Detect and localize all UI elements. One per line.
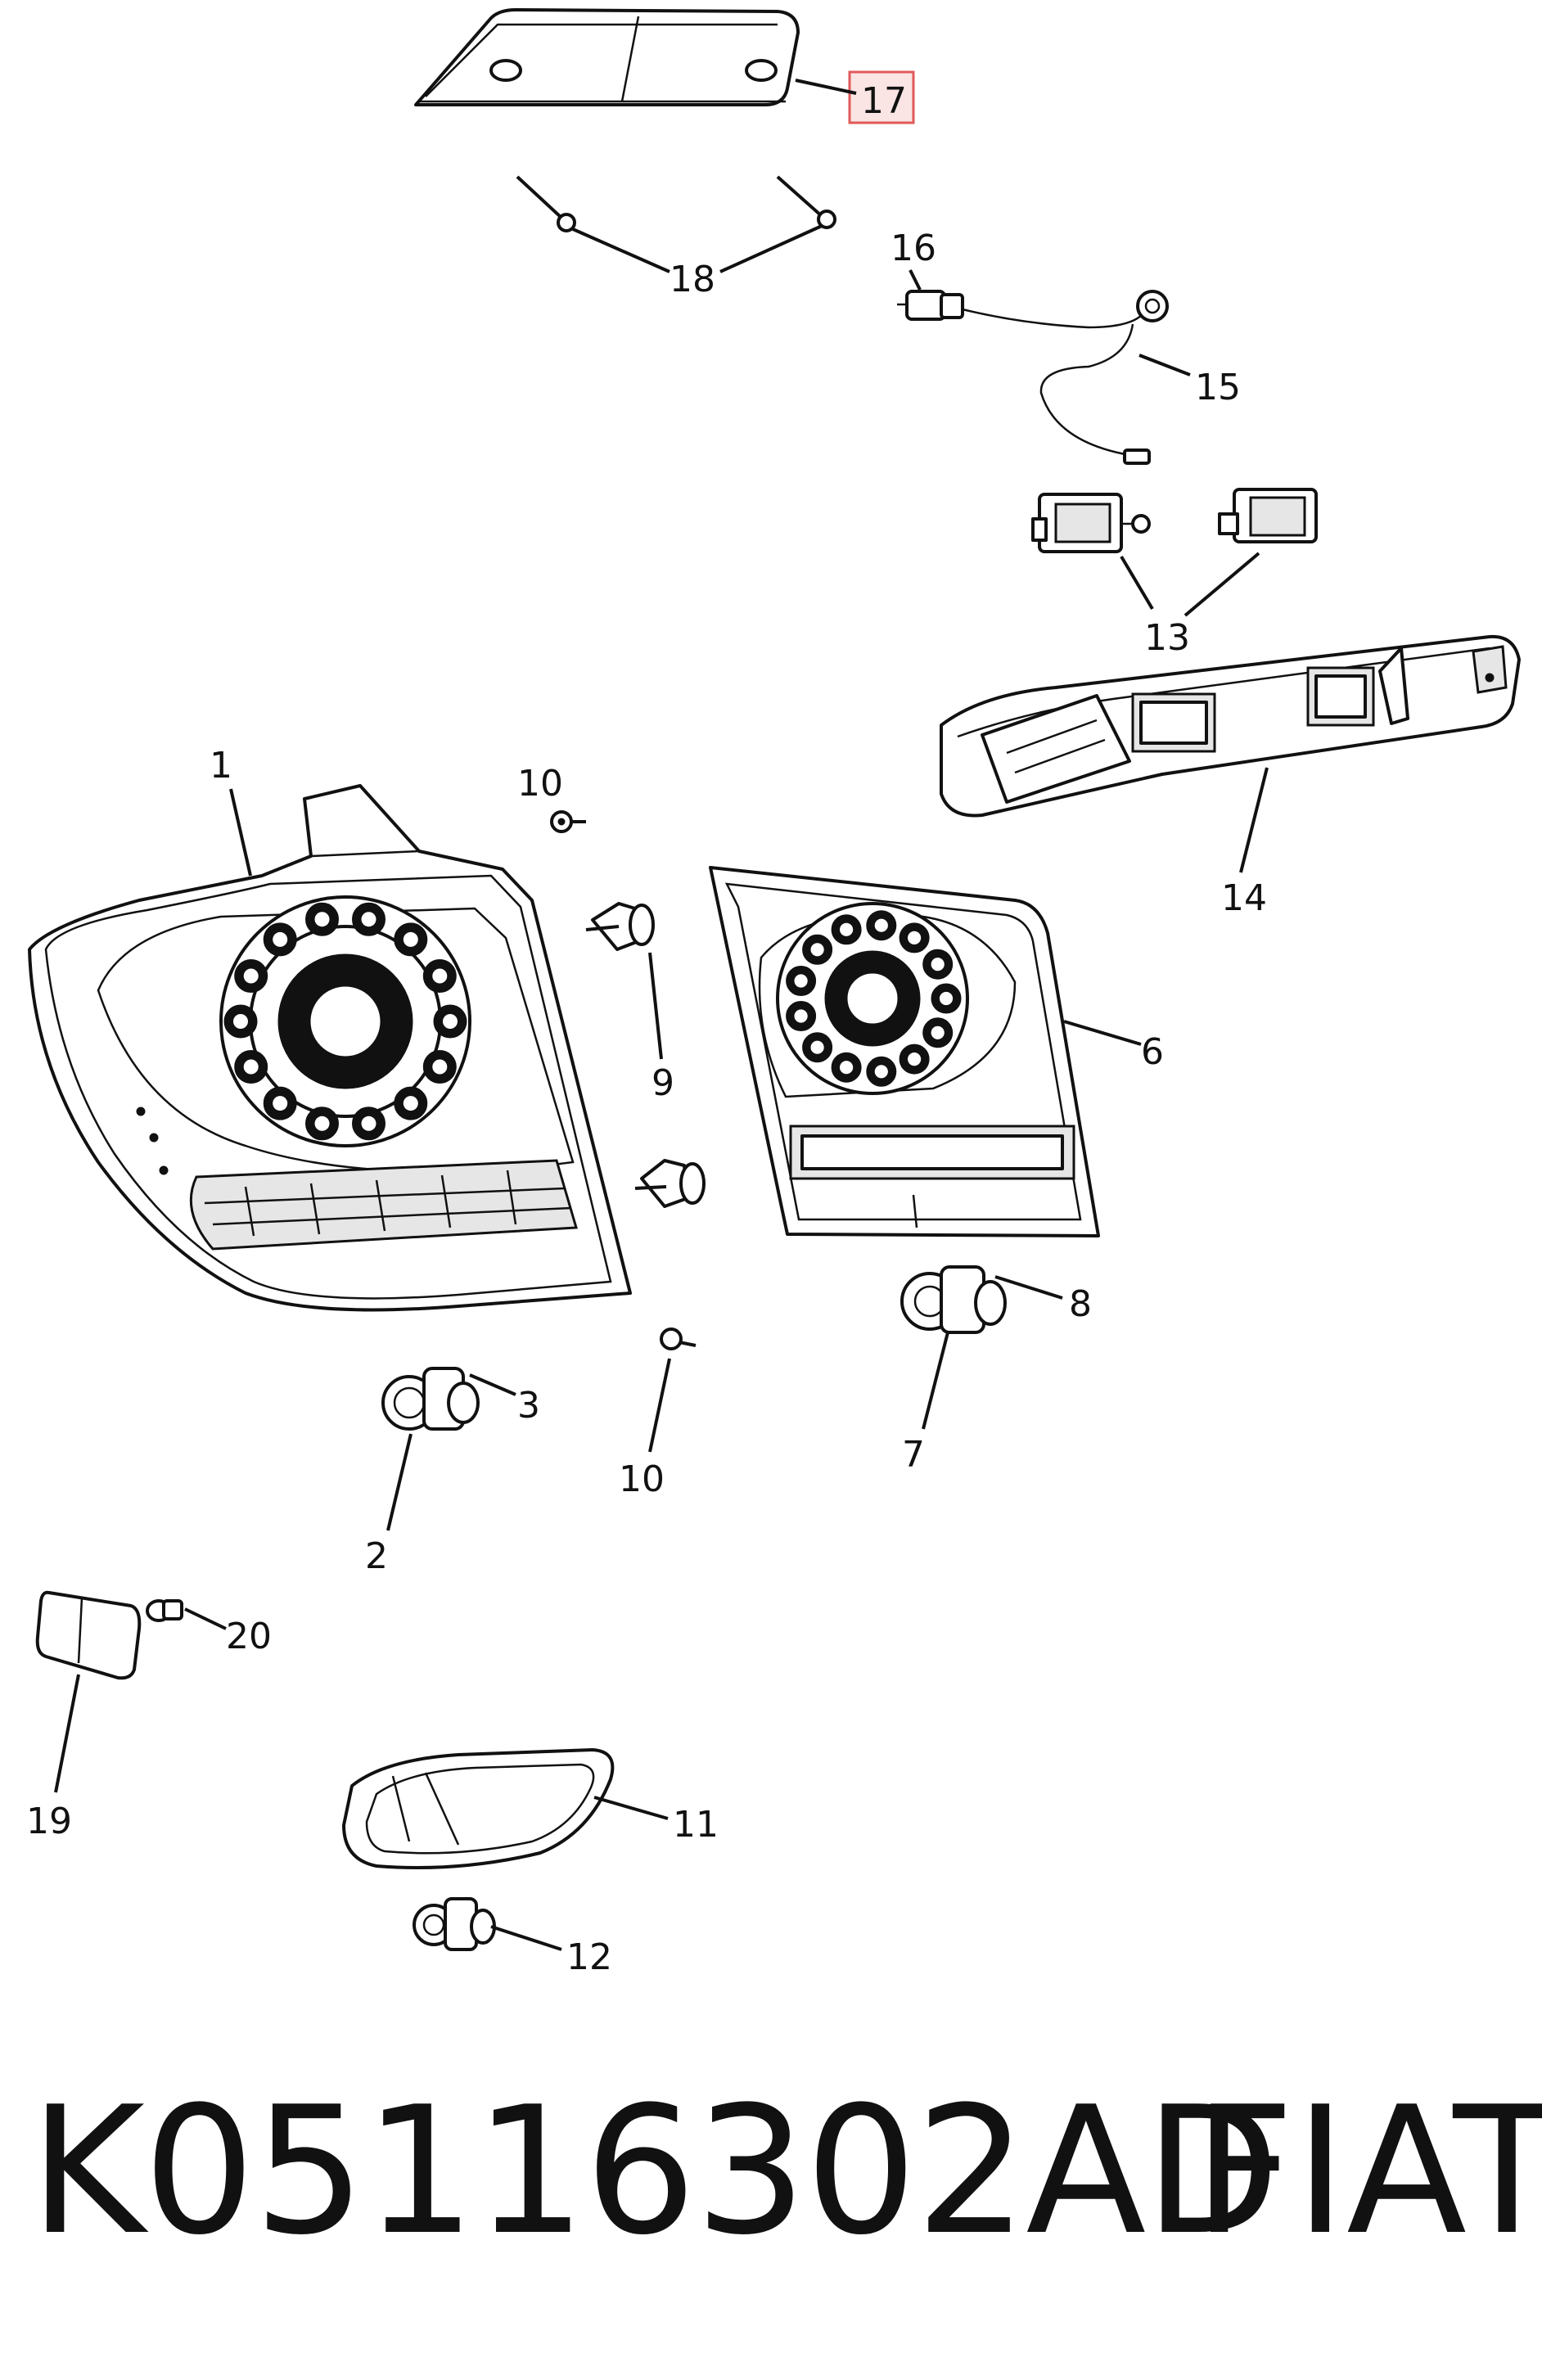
- lamp1-led-lens-8: [233, 1014, 248, 1029]
- lamp6-led-lens-8: [794, 974, 808, 988]
- part-14-applique-bar: [940, 634, 1521, 818]
- part-2-3-socket-bulb: [381, 1367, 480, 1431]
- callout-10-upper: 10: [517, 763, 563, 805]
- part-9-clip-nuts: [585, 902, 706, 1208]
- callout-17: 17: [861, 80, 907, 122]
- lamp1-led-lens-12: [361, 912, 376, 927]
- part-1-led-ring: [223, 902, 467, 1141]
- part-16-bulb-socket: [897, 290, 964, 321]
- callout-14: 14: [1221, 877, 1267, 919]
- part-19-20-side-marker: [35, 1590, 183, 1680]
- part-6-led-ring: [786, 910, 962, 1087]
- part-17-upper-lamp: [414, 8, 800, 106]
- footer-part-number: K05116302AD: [29, 2068, 1280, 2274]
- lamp6-led-lens-2: [931, 1025, 945, 1039]
- lamp1-led-lens-2: [432, 1059, 448, 1075]
- lamp6-led-lens-13: [931, 958, 945, 971]
- footer-brand: FIAT: [1193, 2068, 1542, 2274]
- lamp1-led-lens-5: [314, 1116, 330, 1131]
- part-15-wire-harness: [962, 290, 1169, 465]
- lamp1-led-lens-9: [243, 968, 259, 984]
- callout-15: 15: [1195, 367, 1241, 408]
- lamp6-led-lens-4: [874, 1065, 888, 1079]
- callout-13: 13: [1144, 617, 1190, 659]
- callout-20: 20: [226, 1616, 272, 1657]
- lamp1-led-lens-10: [273, 931, 288, 947]
- lamp1-led-lens-13: [403, 931, 418, 947]
- lamp1-led-lens-6: [273, 1096, 288, 1111]
- part-12-socket: [413, 1897, 496, 1951]
- lamp1-led-lens-11: [314, 912, 330, 927]
- callout-19: 19: [26, 1801, 72, 1842]
- callout-8: 8: [1069, 1283, 1092, 1325]
- lamp6-led-lens-5: [840, 1061, 854, 1075]
- lamp6-led-lens-12: [908, 931, 922, 944]
- part-10-push-pin-upper: [550, 810, 586, 833]
- lamp1-led-lens-14: [432, 968, 448, 984]
- callout-11: 11: [673, 1804, 719, 1846]
- callout-2: 2: [365, 1535, 388, 1577]
- lamp6-led-lens-3: [908, 1053, 922, 1066]
- lamp1-led-lens-3: [403, 1096, 418, 1111]
- callout-16: 16: [890, 228, 936, 269]
- callout-3: 3: [517, 1385, 540, 1427]
- lamp6-led-lens-7: [794, 1009, 808, 1023]
- lamp6-led-lens-6: [810, 1040, 824, 1054]
- callout-10-lower: 10: [619, 1458, 665, 1500]
- callout-6: 6: [1141, 1031, 1164, 1073]
- lamp6-led-lens-9: [810, 943, 824, 957]
- callout-1: 1: [210, 745, 232, 787]
- part-11-reflector-bezel: [342, 1748, 615, 1869]
- part-10-push-pin-lower: [660, 1327, 697, 1350]
- part-18-screws: [516, 175, 836, 232]
- callout-9: 9: [652, 1062, 674, 1104]
- lamp1-led-lens-4: [361, 1116, 376, 1131]
- callout-17-highlight-box: [848, 70, 915, 124]
- lamp6-led-lens-10: [840, 922, 854, 936]
- part-1-tail-lamp: [28, 784, 632, 1312]
- lamp6-led-lens-1: [939, 991, 954, 1006]
- lamp1-led-lens-7: [243, 1059, 259, 1075]
- lamp1-led-lens-1: [443, 1014, 458, 1029]
- callout-18: 18: [670, 259, 715, 300]
- lamp6-led-lens-11: [874, 918, 888, 932]
- part-7-8-socket-bulb: [900, 1265, 1007, 1334]
- callout-12: 12: [566, 1936, 612, 1978]
- callout-7: 7: [902, 1434, 925, 1476]
- part-13-license-lamps: [1031, 488, 1318, 553]
